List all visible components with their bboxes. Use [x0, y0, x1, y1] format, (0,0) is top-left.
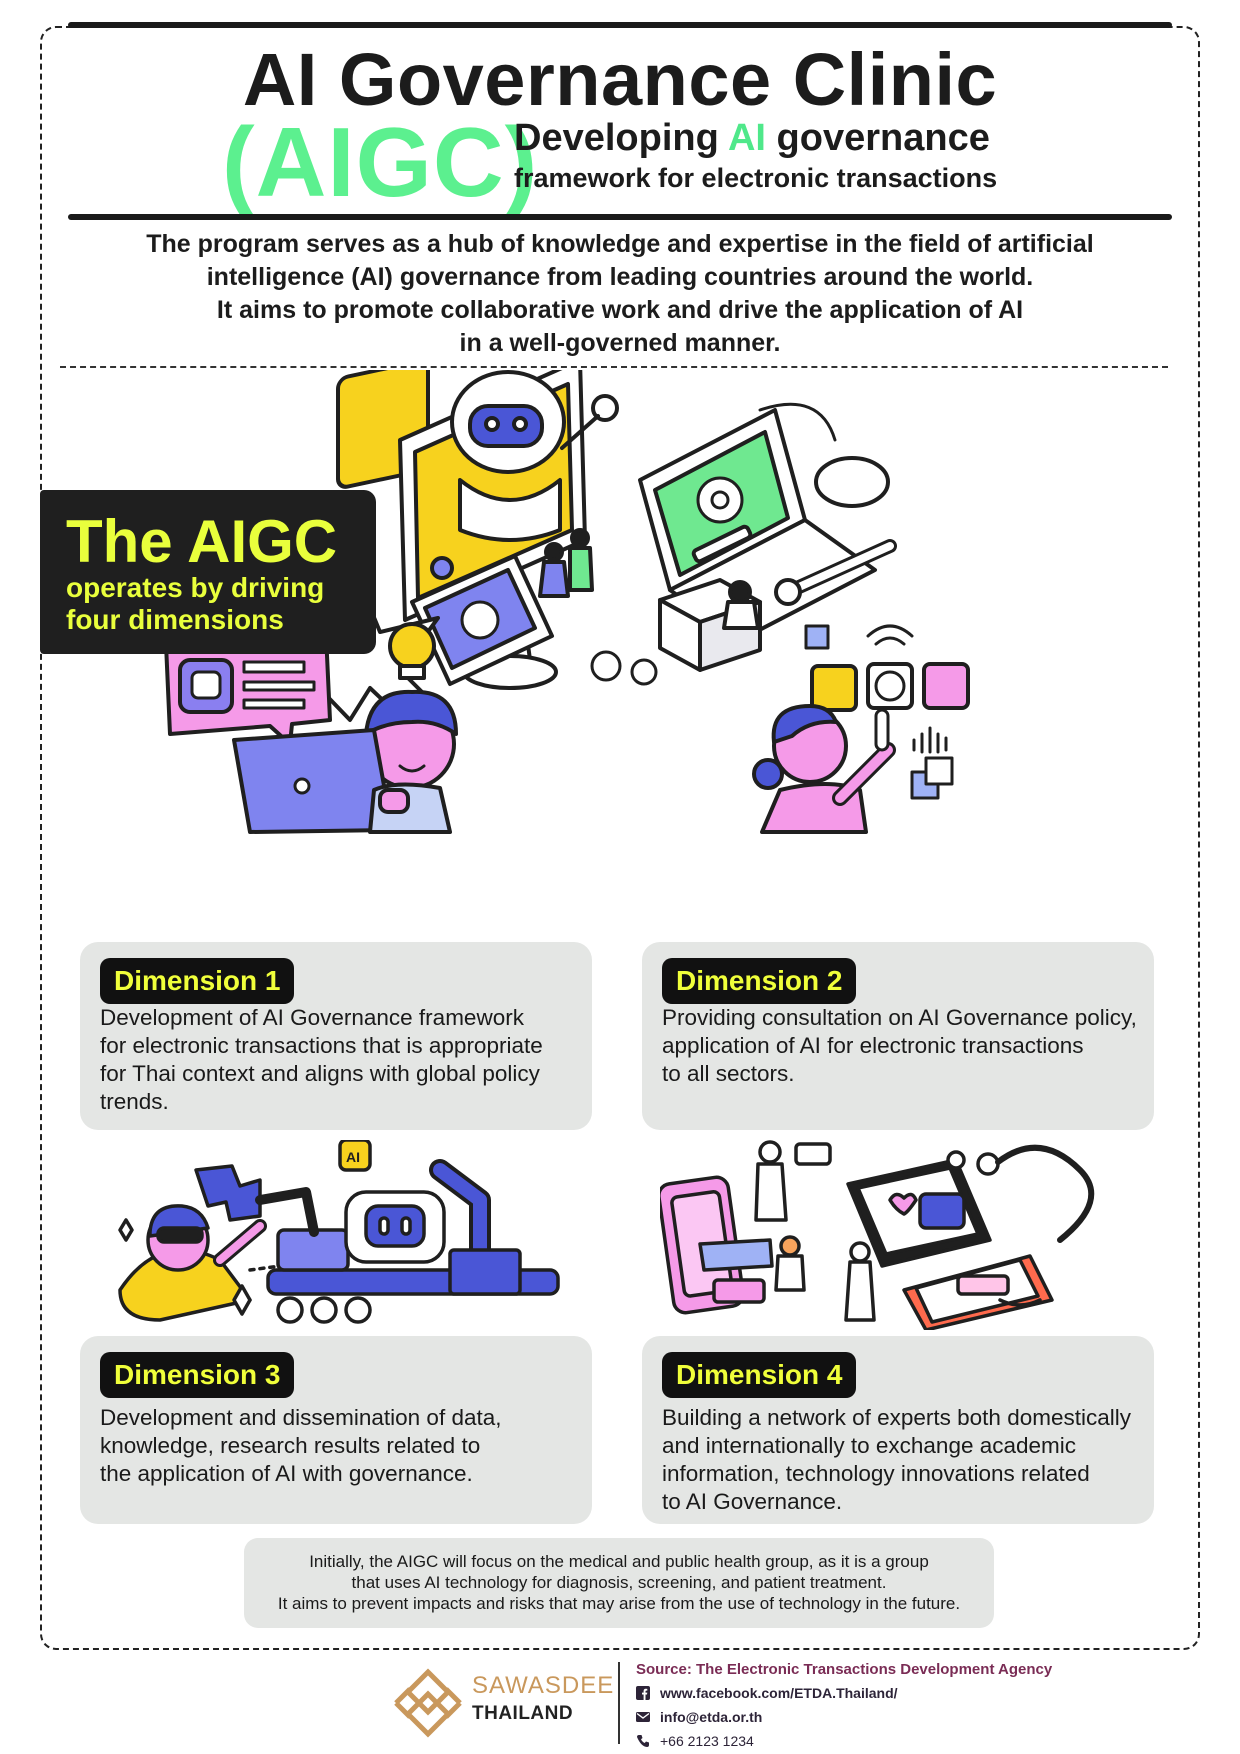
lightbulb	[388, 622, 436, 670]
dimension-line: to all sectors.	[662, 1061, 795, 1086]
dimension-line: Building a network of experts both domes…	[662, 1405, 1131, 1430]
note-line: It aims to prevent impacts and risks tha…	[277, 1594, 961, 1613]
robot-body	[458, 478, 562, 542]
dimension-text: Providing consultation on AI Governance …	[662, 1004, 1137, 1088]
intro-line: in a well-governed manner.	[459, 329, 781, 357]
laptop-back	[232, 728, 394, 834]
focus-note: Initially, the AIGC will focus on the me…	[244, 1538, 994, 1628]
brand-country: THAILAND	[472, 1703, 574, 1724]
phone-number[interactable]: +66 2123 1234	[660, 1733, 754, 1749]
dimension-line: the application of AI with governance.	[100, 1461, 473, 1486]
dimension-card-3: Dimension 3 Development and disseminatio…	[80, 1336, 592, 1524]
dashed-separator	[60, 366, 1168, 368]
email-contact[interactable]: info@etda.or.th	[636, 1708, 762, 1726]
email-link[interactable]: info@etda.or.th	[660, 1709, 763, 1725]
banner-subtitle: operates by driving four dimensions	[66, 572, 324, 636]
subtitle-pre: Developing	[514, 117, 728, 159]
dimension-line: information, technology innovations rela…	[662, 1461, 1090, 1486]
middle-rule	[68, 214, 1172, 220]
mail-icon	[636, 1712, 650, 1722]
dimension-line: for electronic transactions that is appr…	[100, 1033, 543, 1058]
dimension-text: Development and dissemination of data, k…	[100, 1404, 502, 1488]
dimension-line: to AI Governance.	[662, 1489, 843, 1514]
dimension-badge: Dimension 1	[100, 958, 295, 1004]
banner-line: four dimensions	[66, 604, 284, 635]
subtitle-highlight: AI	[727, 117, 766, 159]
banner-title: The AIGC	[66, 508, 338, 575]
dimension-card-4: Dimension 4 Building a network of expert…	[642, 1336, 1154, 1524]
banner-line: operates by driving	[66, 572, 325, 603]
top-rule	[68, 22, 1172, 28]
intro-paragraph: The program serves as a hub of knowledge…	[80, 228, 1160, 360]
dimension-card-1: Dimension 1 Development of AI Governance…	[80, 942, 592, 1130]
page-title: AI Governance Clinic	[242, 38, 998, 121]
facebook-icon	[636, 1686, 650, 1700]
note-line: Initially, the AIGC will focus on the me…	[309, 1552, 929, 1571]
dimension-line: knowledge, research results related to	[100, 1433, 481, 1458]
subtitle-line-1: Developing AI governance	[514, 116, 990, 160]
dimension-line: Providing consultation on AI Governance …	[662, 1005, 1137, 1030]
robot-visor	[468, 404, 544, 448]
source-credit: Source: The Electronic Transactions Deve…	[636, 1661, 1053, 1678]
dimension-line: and internationally to exchange academic	[662, 1433, 1077, 1458]
intro-line: The program serves as a hub of knowledge…	[146, 230, 1094, 258]
intro-line: It aims to promote collaborative work an…	[216, 296, 1024, 324]
mouse	[814, 456, 890, 508]
cube-tile	[922, 662, 970, 710]
dimension-line: Development of AI Governance framework	[100, 1005, 524, 1030]
dimension-text: Building a network of experts both domes…	[662, 1404, 1131, 1516]
dimension-line: for Thai context and aligns with global …	[100, 1061, 540, 1086]
dimension-text: Development of AI Governance framework f…	[100, 1004, 543, 1116]
dimension-4-illustration	[660, 1140, 1095, 1330]
footer-divider	[618, 1662, 620, 1744]
brand-name: SAWASDEE	[472, 1672, 615, 1699]
facebook-link[interactable]: www.facebook.com/ETDA.Thailand/	[660, 1685, 898, 1701]
phone-contact[interactable]: +66 2123 1234	[636, 1732, 754, 1750]
dimension-card-2: Dimension 2 Providing consultation on AI…	[642, 942, 1154, 1130]
subtitle-post: governance	[765, 117, 990, 159]
gear-tile	[810, 664, 858, 712]
hero-illustration	[164, 370, 970, 834]
dimension-line: Development and dissemination of data,	[100, 1405, 502, 1430]
facebook-contact[interactable]: www.facebook.com/ETDA.Thailand/	[636, 1684, 898, 1702]
ai-chip-label: AI	[346, 1149, 360, 1165]
phone-icon	[637, 1735, 649, 1747]
aigc-banner	[40, 490, 376, 654]
dimension-line: application of AI for electronic transac…	[662, 1033, 1084, 1058]
note-line: that uses AI technology for diagnosis, s…	[351, 1573, 887, 1592]
subtitle-line-2: framework for electronic transactions	[514, 163, 998, 193]
dimension-badge: Dimension 3	[100, 1352, 295, 1398]
intro-line: intelligence (AI) governance from leadin…	[206, 263, 1034, 291]
acronym: (AIGC)	[222, 107, 539, 217]
dimension-3-illustration: AI	[118, 1140, 560, 1324]
dimension-line: trends.	[100, 1089, 169, 1114]
dimension-badge: Dimension 2	[662, 958, 857, 1004]
sawasdee-logo-icon	[394, 1668, 462, 1738]
dimension-badge: Dimension 4	[662, 1352, 857, 1398]
